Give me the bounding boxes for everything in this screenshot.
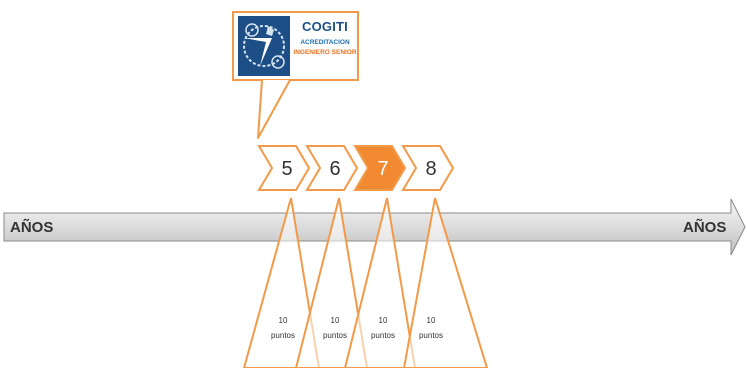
points-value-8: 10	[427, 316, 436, 325]
points-value-7: 10	[379, 316, 388, 325]
timeline-right-label: AÑOS	[683, 218, 726, 236]
timeline-left-label: AÑOS	[10, 218, 53, 236]
logo-line2: INGENIERO SENIOR	[293, 49, 357, 56]
logo-line1: ACREDITACION	[300, 39, 350, 46]
logo-callout: COGITI ACREDITACION INGENIERO SENIOR	[232, 11, 359, 81]
chevron-step-7	[353, 145, 407, 191]
cone-step-6	[294, 197, 369, 368]
chevron-step-8	[401, 145, 455, 191]
points-value-5: 10	[279, 316, 288, 325]
cogiti-seal-icon	[238, 16, 290, 76]
cone-step-8	[402, 197, 489, 368]
points-value-6: 10	[331, 316, 340, 325]
points-unit-7: puntos	[371, 331, 395, 340]
step-number-8: 8	[425, 158, 436, 180]
timeline-arrow	[3, 198, 746, 256]
cone-step-7	[343, 197, 417, 368]
points-unit-6: puntos	[323, 331, 347, 340]
chevron-step-5	[257, 145, 311, 191]
step-number-5: 5	[281, 158, 292, 180]
step-number-6: 6	[329, 158, 340, 180]
chevron-step-6	[305, 145, 359, 191]
logo-text: COGITI ACREDITACION INGENIERO SENIOR	[292, 19, 358, 56]
step-number-7: 7	[377, 158, 388, 180]
points-unit-8: puntos	[419, 331, 443, 340]
cone-step-5	[242, 197, 321, 368]
callout-pointer	[257, 79, 291, 139]
points-unit-5: puntos	[271, 331, 295, 340]
logo-brand: COGITI	[302, 19, 348, 34]
